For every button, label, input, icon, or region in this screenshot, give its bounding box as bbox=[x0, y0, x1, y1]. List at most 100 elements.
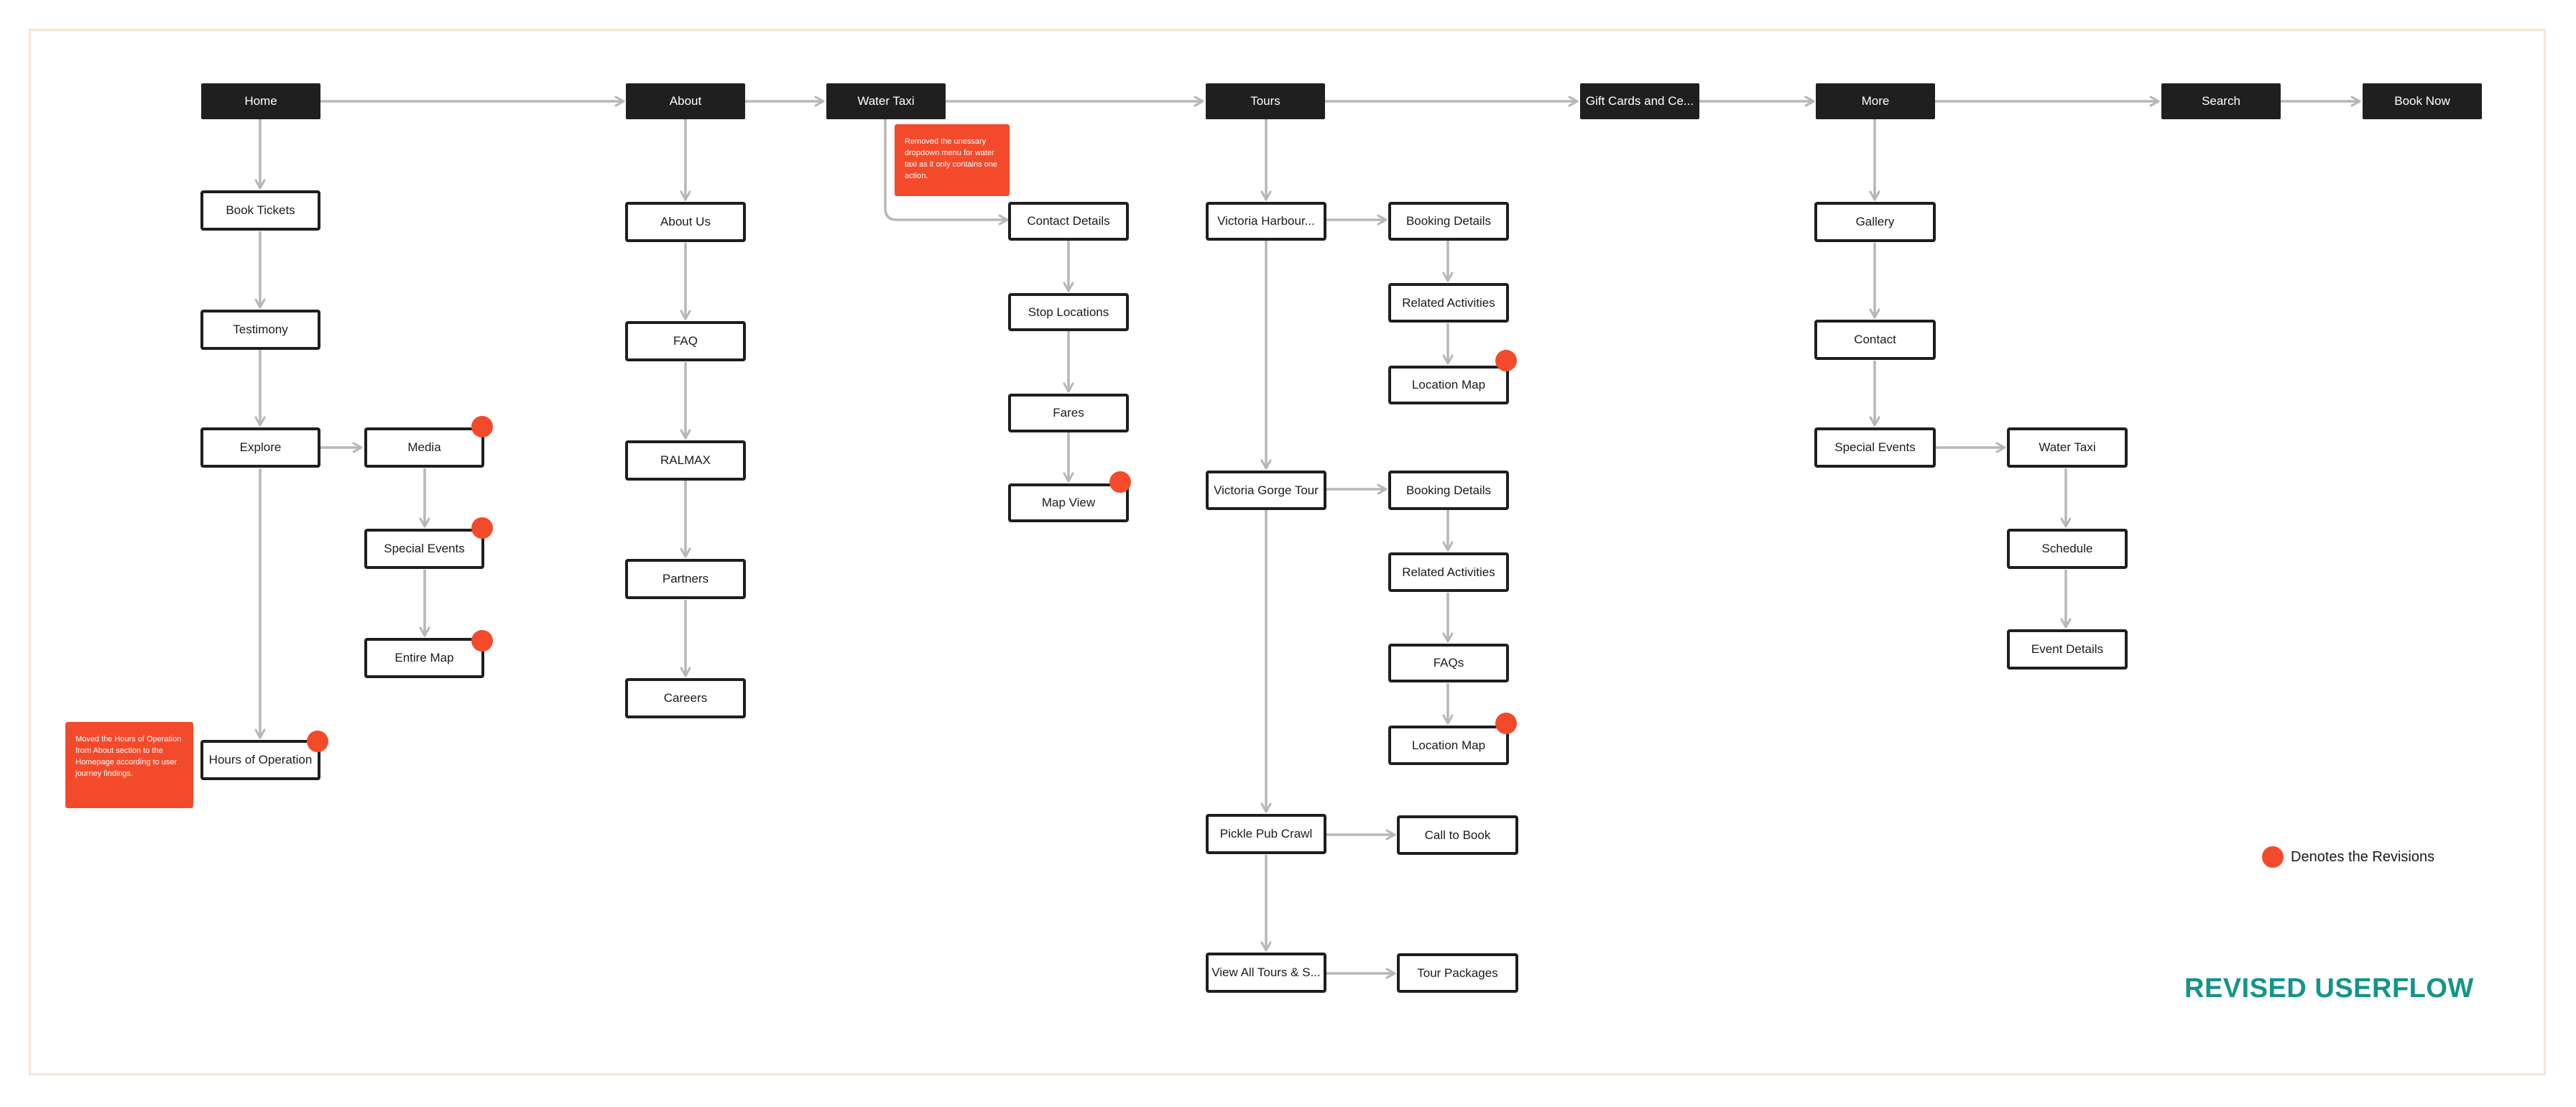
node-partners[interactable]: Partners bbox=[625, 559, 746, 599]
node-label: Stop Locations bbox=[1028, 305, 1109, 319]
diagram-frame bbox=[29, 29, 2546, 1075]
nav-home[interactable]: Home bbox=[201, 83, 320, 119]
node-label: Entire Map bbox=[394, 651, 454, 664]
nav-search[interactable]: Search bbox=[2161, 83, 2281, 119]
node-water-taxi-more[interactable]: Water Taxi bbox=[2007, 427, 2128, 468]
nav-book-now[interactable]: Book Now bbox=[2363, 83, 2482, 119]
node-faqs[interactable]: FAQs bbox=[1388, 644, 1509, 682]
revision-dot-map-view bbox=[1109, 471, 1131, 493]
node-booking-details-1[interactable]: Booking Details bbox=[1388, 202, 1509, 241]
revision-dot-location-map-2 bbox=[1495, 713, 1517, 734]
diagram-title: REVISED USERFLOW bbox=[2184, 973, 2474, 1004]
node-label: Tour Packages bbox=[1417, 965, 1498, 980]
node-label: Contact bbox=[1854, 333, 1896, 346]
node-special-events-more[interactable]: Special Events bbox=[1814, 427, 1936, 468]
node-explore[interactable]: Explore bbox=[200, 427, 320, 468]
node-label: View All Tours & S... bbox=[1211, 965, 1321, 979]
node-label: Testimony bbox=[233, 323, 288, 336]
legend: Denotes the Revisions bbox=[2262, 846, 2434, 868]
legend-revision-dot bbox=[2262, 846, 2284, 868]
node-label: Victoria Gorge Tour bbox=[1214, 483, 1319, 497]
node-label: Partners bbox=[662, 572, 709, 585]
node-label: Booking Details bbox=[1405, 483, 1492, 497]
node-label: Water Taxi bbox=[2039, 440, 2096, 454]
node-pickle-pub-crawl[interactable]: Pickle Pub Crawl bbox=[1206, 814, 1326, 854]
node-hours-of-operation[interactable]: Hours of Operation bbox=[200, 740, 320, 780]
node-label: Related Activities bbox=[1402, 565, 1495, 579]
node-careers[interactable]: Careers bbox=[625, 678, 746, 718]
note-hours-revision: Moved the Hours of Operation from About … bbox=[65, 722, 193, 808]
node-media[interactable]: Media bbox=[364, 427, 484, 468]
node-entire-map[interactable]: Entire Map bbox=[364, 638, 484, 678]
node-label: Home bbox=[244, 94, 277, 108]
node-location-map-1[interactable]: Location Map bbox=[1388, 366, 1509, 404]
node-label: FAQs bbox=[1433, 656, 1464, 670]
node-contact[interactable]: Contact bbox=[1814, 320, 1936, 360]
node-ralmax[interactable]: RALMAX bbox=[625, 440, 746, 481]
note-water-taxi-revision: Removed the unessary dropdown menu for w… bbox=[895, 124, 1010, 196]
node-label: Search bbox=[2202, 94, 2240, 108]
node-label: Victoria Harbour... bbox=[1217, 214, 1315, 228]
node-label: About Us bbox=[660, 215, 711, 228]
arrow-watertaxi-contactdetails bbox=[884, 119, 1009, 226]
node-label: Pickle Pub Crawl bbox=[1219, 827, 1313, 840]
node-call-to-book[interactable]: Call to Book bbox=[1397, 815, 1518, 855]
node-related-activities-2[interactable]: Related Activities bbox=[1388, 552, 1509, 592]
node-book-tickets[interactable]: Book Tickets bbox=[200, 190, 320, 231]
node-label: Contact Details bbox=[1027, 214, 1110, 228]
node-label: Book Now bbox=[2394, 94, 2450, 108]
node-label: More bbox=[1861, 94, 1890, 108]
node-label: Location Map bbox=[1411, 738, 1486, 752]
node-view-all-tours[interactable]: View All Tours & S... bbox=[1206, 953, 1326, 993]
node-label: Special Events bbox=[1834, 440, 1916, 454]
legend-label: Denotes the Revisions bbox=[2291, 848, 2435, 865]
revision-dot-media bbox=[471, 416, 493, 437]
revision-dot-entire-map bbox=[471, 630, 493, 652]
node-label: Related Activities bbox=[1402, 295, 1495, 310]
node-label: Fares bbox=[1053, 406, 1084, 420]
node-label: About bbox=[669, 94, 702, 108]
node-label: Explore bbox=[239, 440, 282, 454]
node-event-details[interactable]: Event Details bbox=[2007, 629, 2128, 670]
node-contact-details[interactable]: Contact Details bbox=[1008, 202, 1129, 241]
node-gallery[interactable]: Gallery bbox=[1814, 202, 1936, 242]
node-victoria-gorge-tour[interactable]: Victoria Gorge Tour bbox=[1206, 471, 1326, 510]
node-booking-details-2[interactable]: Booking Details bbox=[1388, 471, 1509, 510]
node-label: Gallery bbox=[1855, 215, 1895, 228]
node-label: RALMAX bbox=[660, 453, 711, 467]
node-label: Schedule bbox=[2041, 542, 2093, 555]
node-label: Media bbox=[407, 440, 441, 454]
node-label: Call to Book bbox=[1424, 828, 1491, 842]
node-special-events-home[interactable]: Special Events bbox=[364, 529, 484, 569]
node-label: FAQ bbox=[673, 334, 698, 348]
node-about-us[interactable]: About Us bbox=[625, 202, 746, 242]
node-label: Careers bbox=[663, 691, 708, 705]
revision-dot-special-events bbox=[471, 517, 493, 539]
node-label: Special Events bbox=[384, 542, 465, 555]
nav-about[interactable]: About bbox=[626, 83, 745, 119]
node-stop-locations[interactable]: Stop Locations bbox=[1008, 293, 1129, 331]
revision-dot-hours-of-operation bbox=[307, 731, 328, 752]
nav-more[interactable]: More bbox=[1816, 83, 1935, 119]
node-tour-packages[interactable]: Tour Packages bbox=[1397, 953, 1518, 993]
revision-dot-location-map-1 bbox=[1495, 350, 1517, 371]
nav-water-taxi[interactable]: Water Taxi bbox=[826, 83, 946, 119]
node-testimony[interactable]: Testimony bbox=[200, 310, 320, 350]
node-schedule[interactable]: Schedule bbox=[2007, 529, 2128, 569]
node-map-view[interactable]: Map View bbox=[1008, 483, 1129, 522]
nav-gift-cards[interactable]: Gift Cards and Ce... bbox=[1580, 83, 1699, 119]
node-label: Map View bbox=[1041, 496, 1096, 509]
node-fares[interactable]: Fares bbox=[1008, 394, 1129, 432]
node-victoria-harbour[interactable]: Victoria Harbour... bbox=[1206, 202, 1326, 241]
node-label: Book Tickets bbox=[226, 203, 295, 217]
node-label: Location Map bbox=[1411, 378, 1486, 392]
nav-tours[interactable]: Tours bbox=[1206, 83, 1325, 119]
node-label: Booking Details bbox=[1405, 214, 1492, 228]
node-location-map-2[interactable]: Location Map bbox=[1388, 726, 1509, 765]
node-related-activities-1[interactable]: Related Activities bbox=[1388, 283, 1509, 323]
node-label: Gift Cards and Ce... bbox=[1585, 94, 1694, 108]
node-faq[interactable]: FAQ bbox=[625, 321, 746, 361]
node-label: Event Details bbox=[2031, 642, 2104, 656]
node-label: Hours of Operation bbox=[208, 753, 313, 766]
